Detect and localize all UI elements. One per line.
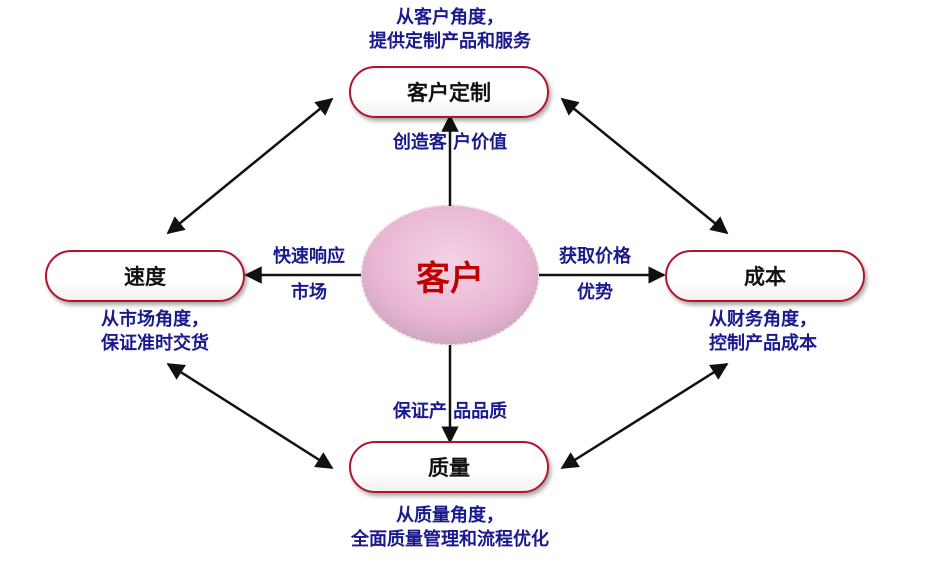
link-label-left: 快速响应 市场: [254, 245, 364, 305]
node-speed: 速度: [45, 250, 245, 302]
link-label-top: 创造客 户价值: [392, 132, 508, 153]
desc-top-line2: 提供定制产品和服务: [369, 31, 531, 52]
arrow-top-left: [166, 97, 334, 235]
desc-left-line1: 从市场角度，: [101, 309, 209, 330]
link-label-bottom: 保证产 品品质: [392, 401, 508, 422]
desc-top-line1: 从客户角度，: [396, 7, 504, 28]
link-label-right-line2: 优势: [577, 282, 613, 303]
desc-right: 从财务角度， 控制产品成本: [668, 308, 858, 356]
link-label-right: 获取价格 优势: [540, 245, 650, 305]
desc-bottom-line1: 从质量角度，: [396, 505, 504, 526]
node-quality: 质量: [349, 441, 549, 493]
desc-right-line1: 从财务角度，: [709, 309, 817, 330]
node-cost: 成本: [665, 250, 865, 302]
center-label: 客户: [416, 258, 484, 299]
arrow-top-right: [560, 97, 729, 235]
node-customization: 客户定制: [349, 66, 549, 118]
desc-bottom-line2: 全面质量管理和流程优化: [351, 529, 549, 550]
desc-left: 从市场角度， 保证准时交货: [60, 308, 250, 356]
link-label-left-line1: 快速响应: [273, 246, 345, 267]
desc-top: 从客户角度， 提供定制产品和服务: [320, 6, 580, 54]
arrow-bottom-right: [560, 362, 729, 470]
link-label-left-line2: 市场: [291, 282, 327, 303]
desc-right-line2: 控制产品成本: [709, 333, 817, 354]
link-label-right-line1: 获取价格: [559, 246, 631, 267]
desc-bottom: 从质量角度， 全面质量管理和流程优化: [320, 504, 580, 552]
arrow-bottom-left: [166, 362, 334, 470]
desc-left-line2: 保证准时交货: [101, 333, 209, 354]
